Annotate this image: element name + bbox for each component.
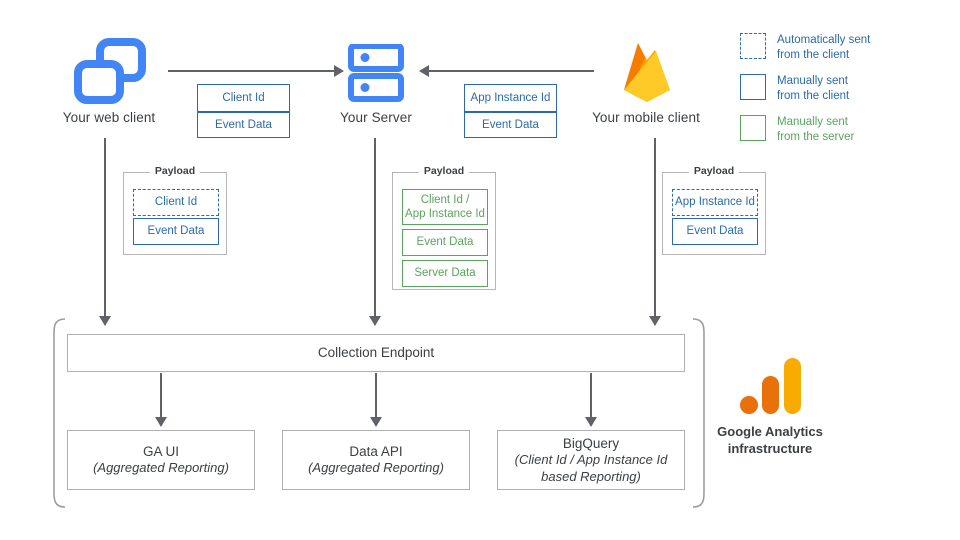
payload-item-client-id: Client Id (133, 189, 219, 216)
output-box-data-api[interactable]: Data API (Aggregated Reporting) (282, 430, 470, 490)
transfer-chip-event-data-mobile: Event Data (464, 112, 557, 138)
ga-caption-line1: Google Analytics (717, 424, 823, 439)
legend-swatch-solid-green (740, 115, 766, 141)
ga-infrastructure-caption: Google Analytics infrastructure (690, 424, 850, 458)
collection-endpoint-box[interactable]: Collection Endpoint (67, 334, 685, 372)
legend-label-auto-client-line2: from the client (777, 49, 850, 62)
legend-label-auto-client-line1: Automatically sent (777, 34, 871, 46)
payload-box-mobile: Payload App Instance Id Event Data (662, 165, 766, 255)
output-subtitle-bigquery-line2: based Reporting) (541, 468, 641, 484)
output-subtitle-ga-ui: (Aggregated Reporting) (93, 460, 229, 476)
google-analytics-logo (740, 358, 802, 414)
payload-item-event-data-server: Event Data (402, 229, 488, 256)
output-title-data-api: Data API (349, 444, 403, 460)
collection-endpoint-label: Collection Endpoint (317, 345, 435, 361)
mobile-client-label: Your mobile client (592, 110, 700, 125)
transfer-chip-event-data: Event Data (197, 112, 290, 138)
windows-icon (74, 38, 146, 104)
legend-label-manual-server-line2: from the server (777, 131, 855, 144)
payload-box-server: Payload Client Id / App Instance Id Even… (392, 165, 496, 290)
payload-legend-server: Payload (418, 165, 470, 177)
server-label: Your Server (340, 110, 412, 125)
payload-item-app-instance-id: App Instance Id (672, 189, 758, 216)
server-rack-icon (348, 43, 404, 102)
output-box-ga-ui[interactable]: GA UI (Aggregated Reporting) (67, 430, 255, 490)
payload-legend-web: Payload (149, 165, 201, 177)
payload-item-event-data-mobile: Event Data (672, 218, 758, 245)
bracket-left (46, 318, 66, 508)
output-subtitle-data-api: (Aggregated Reporting) (308, 460, 444, 476)
legend-item-manual-server: Manually sent from the server (740, 115, 854, 145)
bracket-right (692, 318, 712, 508)
legend-item-manual-client: Manually sent from the client (740, 74, 849, 104)
web-client-label: Your web client (62, 110, 156, 125)
legend-label-manual-server: Manually sent from the server (777, 115, 854, 145)
legend-label-manual-client: Manually sent from the client (777, 74, 849, 104)
output-subtitle-bigquery-line1: (Client Id / App Instance Id (514, 452, 668, 467)
payload-item-client-or-app-instance-id: Client Id / App Instance Id (402, 189, 488, 225)
legend-label-manual-client-line1: Manually sent (777, 75, 848, 87)
ga-caption-line2: infrastructure (727, 440, 813, 456)
legend-swatch-solid-blue (740, 74, 766, 100)
legend: Automatically sent from the client Manua… (740, 33, 950, 143)
payload-item-event-data: Event Data (133, 218, 219, 245)
payload-box-web: Payload Client Id Event Data (123, 165, 227, 255)
payload-item-line1: Client Id / (420, 193, 470, 206)
legend-item-auto-client: Automatically sent from the client (740, 33, 870, 63)
legend-label-manual-server-line1: Manually sent (777, 116, 848, 128)
legend-swatch-dashed-blue (740, 33, 766, 59)
legend-label-auto-client: Automatically sent from the client (777, 33, 870, 63)
transfer-chip-app-instance-id: App Instance Id (464, 84, 557, 112)
firebase-flame-icon (616, 38, 678, 106)
output-title-bigquery: BigQuery (562, 435, 620, 451)
output-title-ga-ui: GA UI (142, 444, 179, 460)
payload-item-server-data: Server Data (402, 260, 488, 287)
transfer-chip-client-id: Client Id (197, 84, 290, 112)
payload-legend-mobile: Payload (688, 165, 740, 177)
output-box-bigquery[interactable]: BigQuery (Client Id / App Instance Id ba… (497, 430, 685, 490)
legend-label-manual-client-line2: from the client (777, 90, 850, 103)
payload-item-line2: App Instance Id (405, 208, 485, 220)
